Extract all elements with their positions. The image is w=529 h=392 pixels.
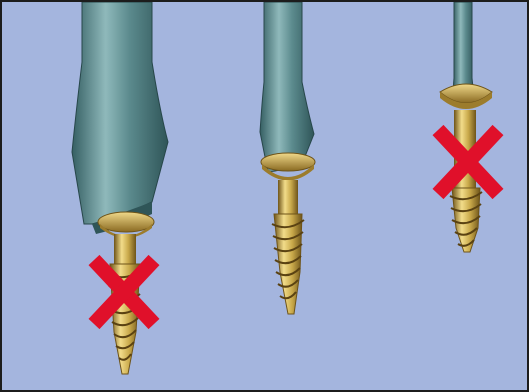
left-screwdriver xyxy=(72,2,168,234)
middle-screwdriver xyxy=(260,2,314,172)
middle-screw xyxy=(261,153,315,314)
